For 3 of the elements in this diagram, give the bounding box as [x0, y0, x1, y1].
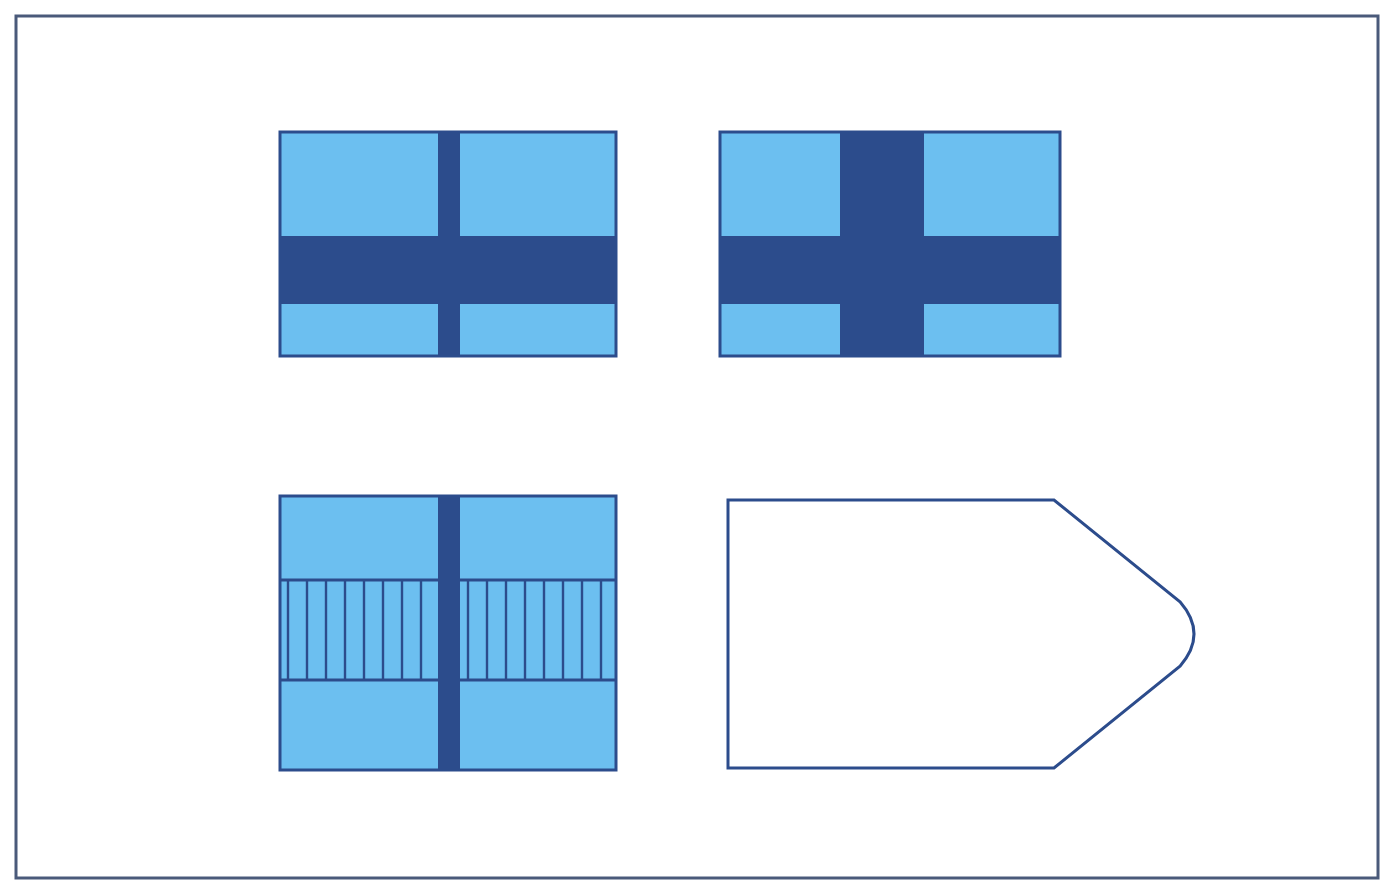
- cross-panel-drawing: [280, 132, 616, 356]
- cross-panel-drawing: [720, 132, 1060, 356]
- striped-cross-panel-drawing: [280, 496, 616, 770]
